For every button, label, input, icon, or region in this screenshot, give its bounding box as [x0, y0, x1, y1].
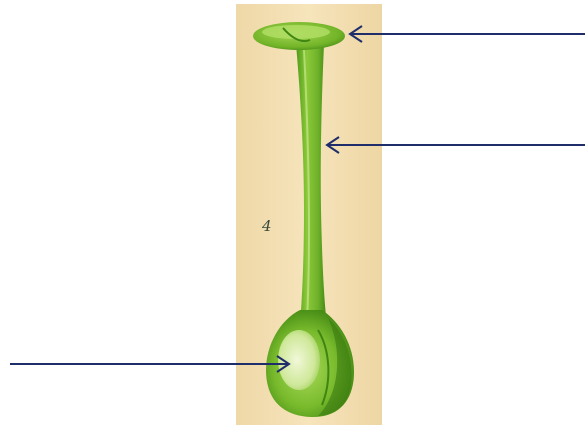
stigma-rim [262, 25, 330, 39]
figure-number-label: 4 [261, 217, 272, 235]
